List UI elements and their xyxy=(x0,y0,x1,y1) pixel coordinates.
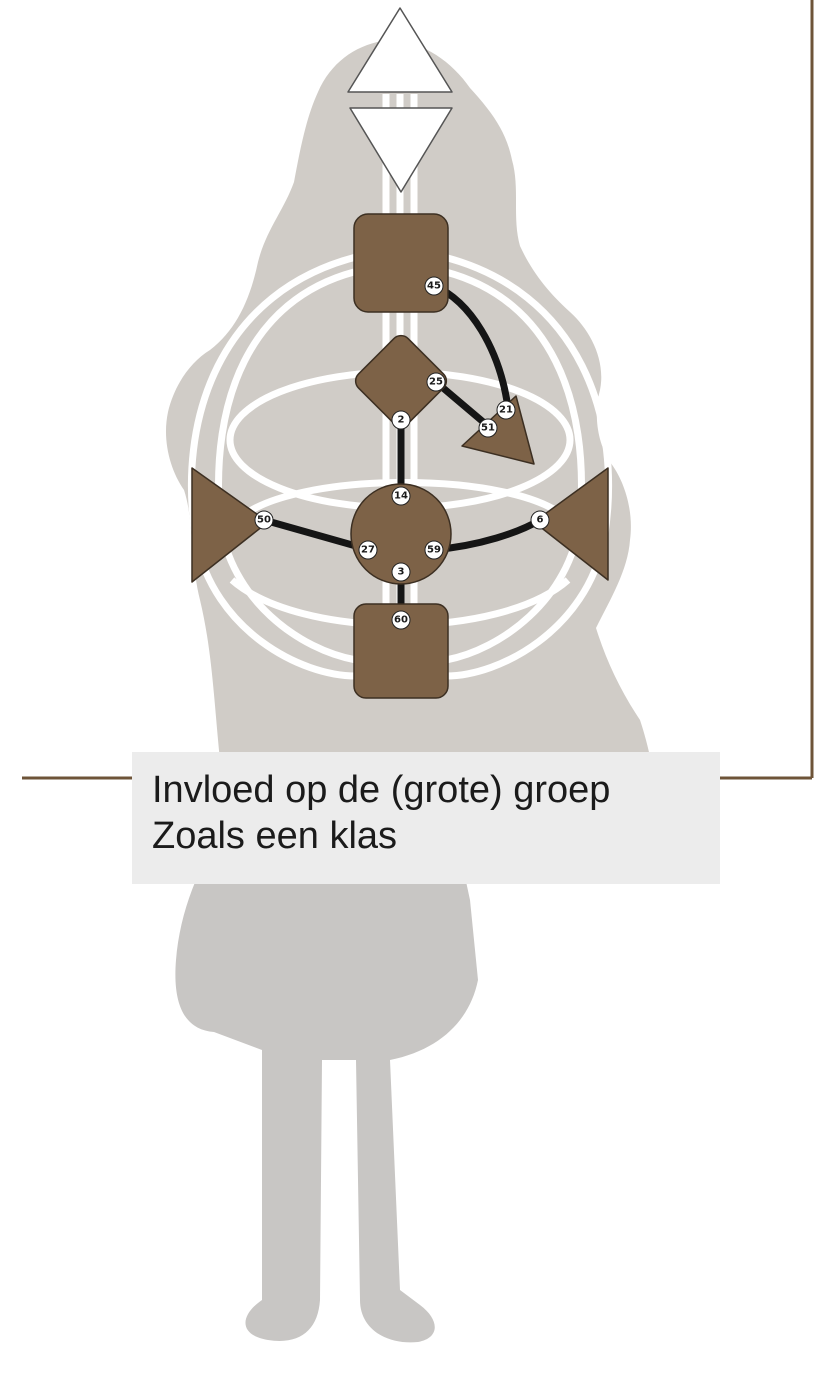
svg-text:14: 14 xyxy=(394,491,408,502)
gate-45: 45 xyxy=(424,276,444,296)
gate-59: 59 xyxy=(424,540,444,560)
svg-text:21: 21 xyxy=(499,405,513,416)
gate-27: 27 xyxy=(358,540,378,560)
sacral-center xyxy=(350,483,452,585)
caption-line-1: Invloed op de (grote) groep xyxy=(152,769,611,811)
gate-2: 2 xyxy=(391,410,411,430)
g-center xyxy=(354,334,448,428)
caption-box: Invloed op de (grote) groep Zoals een kl… xyxy=(132,752,720,884)
svg-text:50: 50 xyxy=(257,515,271,526)
gate-25: 25 xyxy=(426,372,446,392)
gates: 45 25 21 51 2 14 50 27 59 6 3 60 xyxy=(254,276,550,630)
gate-50: 50 xyxy=(254,510,274,530)
svg-text:6: 6 xyxy=(537,515,544,526)
spleen-center xyxy=(191,467,269,583)
gate-21: 21 xyxy=(496,400,516,420)
svg-text:27: 27 xyxy=(361,545,375,556)
svg-text:59: 59 xyxy=(427,545,441,556)
root-center xyxy=(353,603,449,699)
svg-text:60: 60 xyxy=(394,615,408,626)
svg-text:25: 25 xyxy=(429,377,443,388)
gate-60: 60 xyxy=(391,610,411,630)
gate-6: 6 xyxy=(530,510,550,530)
throat-center xyxy=(353,213,449,313)
ajna-center xyxy=(349,107,453,193)
solar-plexus-center xyxy=(533,467,609,581)
svg-text:2: 2 xyxy=(398,415,405,426)
gate-51: 51 xyxy=(478,418,498,438)
head-center xyxy=(347,7,453,93)
gate-3: 3 xyxy=(391,562,411,582)
channel-25-51 xyxy=(432,378,492,430)
silhouette-lower xyxy=(175,818,479,1343)
svg-text:3: 3 xyxy=(398,567,405,578)
svg-text:51: 51 xyxy=(481,423,495,434)
svg-text:45: 45 xyxy=(427,281,441,292)
caption-line-2: Zoals een klas xyxy=(152,815,398,857)
gate-14: 14 xyxy=(391,486,411,506)
